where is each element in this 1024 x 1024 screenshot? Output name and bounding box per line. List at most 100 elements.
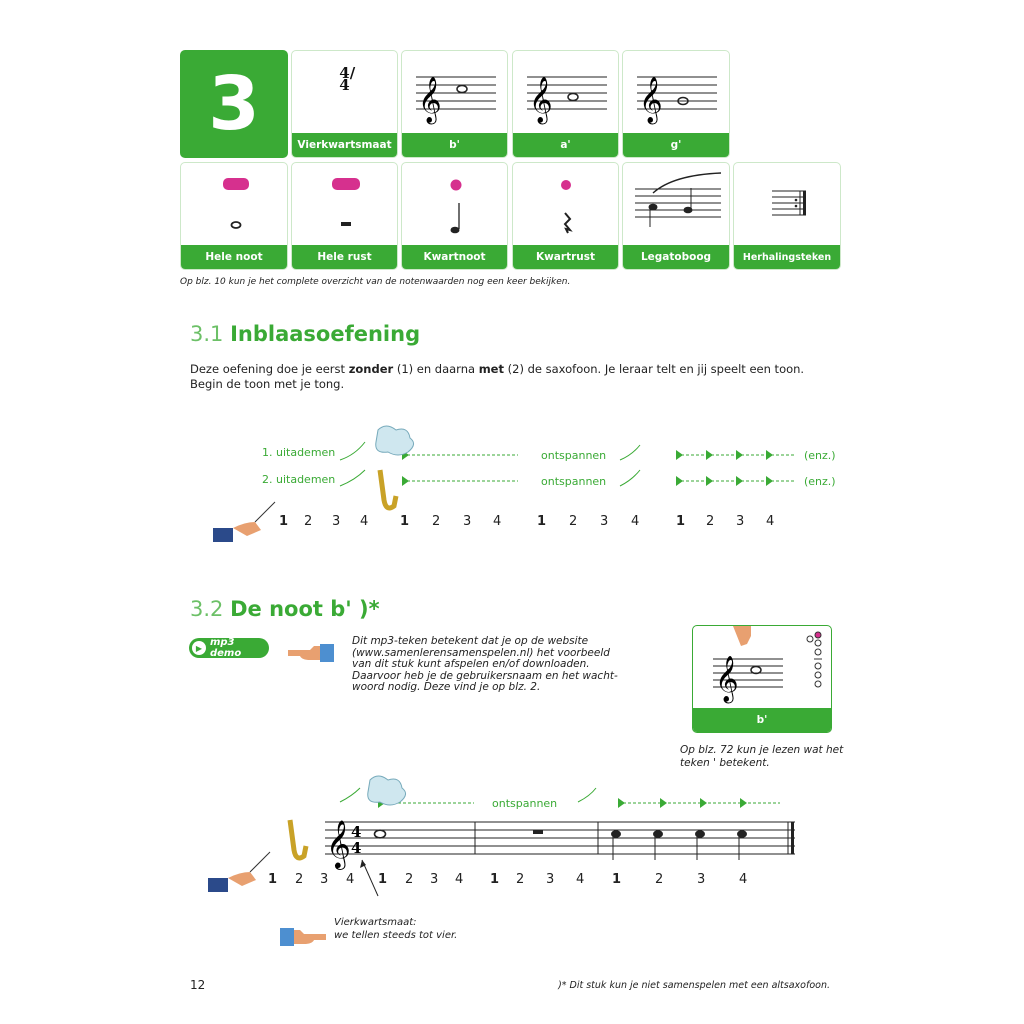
etc-label: (enz.) xyxy=(804,475,836,488)
count: 4 xyxy=(576,872,585,887)
tile-label: b' xyxy=(402,133,507,157)
text-line: Daarvoor heb je de gebruikersnaam en het… xyxy=(352,669,618,682)
count: 3 xyxy=(320,872,329,887)
conductor-hand-icon xyxy=(208,851,271,892)
count: 1 xyxy=(537,514,547,529)
conductor-hand-icon xyxy=(213,501,276,542)
count: 4 xyxy=(360,514,369,529)
intro-text: Begin de toon met je tong. xyxy=(190,377,345,391)
tile-kwartrust: Kwartrust xyxy=(512,162,619,270)
count: 4 xyxy=(346,872,355,887)
count: 1 xyxy=(612,872,622,887)
mp3-label: mp3 demo xyxy=(209,637,242,659)
count: 1 xyxy=(676,514,686,529)
count: 2 xyxy=(569,514,578,529)
caption-overview: Op blz. 10 kun je het complete overzicht… xyxy=(180,277,571,287)
count: 3 xyxy=(697,872,706,887)
pointing-hand-icon xyxy=(288,644,334,662)
breathing-diagram xyxy=(213,425,796,542)
text-line: Vierkwartsmaat: xyxy=(334,917,417,928)
pointing-hand-icon xyxy=(280,928,326,946)
tile-label: Kwartnoot xyxy=(402,245,507,269)
text-line: van dit stuk kunt afspelen en/of downloa… xyxy=(352,658,590,670)
relax-label: ontspannen xyxy=(492,797,558,810)
intro-text: (2) de saxofoon. Je leraar telt en jij s… xyxy=(503,362,805,376)
count: 1 xyxy=(490,872,500,887)
svg-text:𝄞: 𝄞 xyxy=(529,77,553,125)
intro-bold: zonder xyxy=(348,362,394,376)
svg-text:𝄞: 𝄞 xyxy=(715,656,739,704)
tile-label: Vierkwartsmaat xyxy=(292,133,397,157)
section-title: Inblaasoefening xyxy=(230,322,421,346)
saxophone-icon xyxy=(287,819,309,861)
tile-label: g' xyxy=(623,133,729,157)
staff-fingering-icon: 𝄞 xyxy=(713,626,822,704)
tile-legatoboog: Legatoboog xyxy=(622,162,730,270)
repeat-sign-icon xyxy=(772,190,806,216)
count: 2 xyxy=(655,872,664,887)
staff-g-icon: 𝄞 xyxy=(637,76,717,125)
count: 2 xyxy=(516,872,525,887)
note-card-b: 𝄞 b' xyxy=(692,625,832,733)
text-line: Op blz. 72 kun je lezen wat het xyxy=(680,744,844,756)
tile-note-a: 𝄞 a' xyxy=(512,50,619,158)
count: 2 xyxy=(706,514,715,529)
section-intro: Deze oefening doe je eerst zonder (1) en… xyxy=(190,362,804,392)
text-line: (www.samenlerensamenspelen.nl) het voorb… xyxy=(352,646,610,659)
quarter-note-icon xyxy=(450,179,462,234)
svg-text:𝄞: 𝄞 xyxy=(639,77,663,125)
count: 1 xyxy=(279,514,289,529)
staff-a-icon: 𝄞 xyxy=(527,76,607,125)
count: 3 xyxy=(332,514,341,529)
svg-text:4: 4 xyxy=(351,839,361,857)
tile-label: b' xyxy=(693,708,831,732)
tile-hele-rust: Hele rust xyxy=(291,162,398,270)
staff-b-icon: 𝄞 xyxy=(416,76,496,125)
svg-text:4: 4 xyxy=(351,823,361,841)
tile-label: Kwartrust xyxy=(513,245,618,269)
tile-label: Herhalingsteken xyxy=(734,245,840,269)
count: 4 xyxy=(455,872,464,887)
tile-kwartnoot: Kwartnoot xyxy=(401,162,508,270)
count: 2 xyxy=(405,872,414,887)
count: 3 xyxy=(430,872,439,887)
intro-bold: met xyxy=(478,362,504,376)
etc-label: (enz.) xyxy=(804,449,836,462)
footnote: )* Dit stuk kun je niet samenspelen met … xyxy=(558,980,830,991)
mp3-demo-button[interactable]: ▶mp3 demo xyxy=(189,637,269,659)
tile-label: Hele noot xyxy=(181,245,287,269)
section-heading-3-1: 3.1 Inblaasoefening xyxy=(190,322,420,346)
count: 2 xyxy=(295,872,304,887)
counts-row-2: 1 2 3 4 1 2 3 4 1 2 3 4 1 2 3 4 xyxy=(0,872,1024,892)
count: 1 xyxy=(378,872,388,887)
count: 1 xyxy=(400,514,410,529)
count: 1 xyxy=(268,872,278,887)
svg-text:𝄞: 𝄞 xyxy=(326,819,351,870)
intro-text: (1) en daarna xyxy=(393,362,479,376)
count: 3 xyxy=(463,514,472,529)
whole-note-icon xyxy=(223,178,249,229)
intro-text: Deze oefening doe je eerst xyxy=(190,362,349,376)
page-number: 12 xyxy=(190,978,206,992)
count: 3 xyxy=(546,872,555,887)
section-title: De noot b' )* xyxy=(230,597,380,621)
chapter-number: 3 xyxy=(180,50,288,158)
count: 4 xyxy=(739,872,748,887)
text-line: woord nodig. Deze vind je op blz. 2. xyxy=(352,681,541,693)
music-staff-exercise: 𝄞 44 xyxy=(208,775,795,897)
count: 2 xyxy=(304,514,313,529)
svg-text:𝄞: 𝄞 xyxy=(418,77,442,125)
tile-note-g: 𝄞 g' xyxy=(622,50,730,158)
count: 3 xyxy=(736,514,745,529)
count: 2 xyxy=(432,514,441,529)
section-heading-3-2: 3.2 De noot b' )* xyxy=(190,597,380,621)
section-number: 3.1 xyxy=(190,322,224,346)
row1-label: 1. uitademen xyxy=(262,446,336,459)
text-line: teken ' betekent. xyxy=(680,757,770,769)
text-line: we tellen steeds tot vier. xyxy=(334,930,458,941)
tile-label: Hele rust xyxy=(292,245,397,269)
mp3-explanation: Dit mp3-teken betekent dat je op de webs… xyxy=(352,635,618,694)
